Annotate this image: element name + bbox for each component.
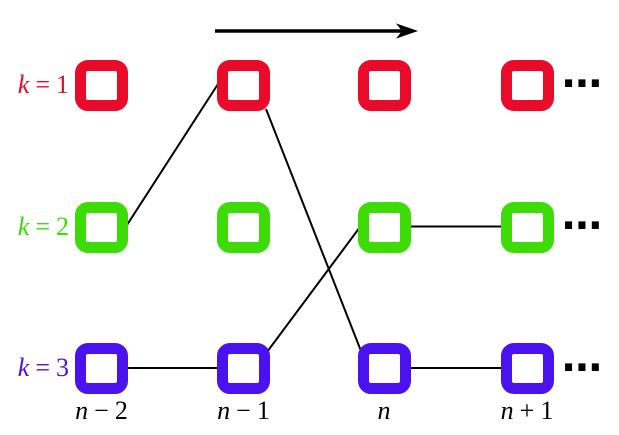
edge-k1-nm1-to-k3-n <box>265 108 362 352</box>
row-label-k1-value: 1 <box>56 70 69 99</box>
col-label-nm1-operator: − <box>236 396 251 425</box>
flow-arrow <box>215 23 418 39</box>
row-label-k2-value: 2 <box>56 212 69 241</box>
ellipsis-k3: ⋯ <box>562 345 602 391</box>
cell-k1-nm2 <box>75 59 128 111</box>
row-label-k1-relation: = <box>35 70 50 99</box>
cell-k1-nm1 <box>217 59 270 111</box>
row-label-k2-variable: k <box>17 212 30 241</box>
cell-k3-np1 <box>500 342 554 394</box>
row-label-k3-value: 3 <box>56 353 69 382</box>
flow-arrow-head <box>396 23 418 39</box>
col-label-nm2-operator: − <box>94 396 109 425</box>
edge-k2-nm2-to-k1-nm1 <box>126 83 219 226</box>
edge-k3-nm1-to-k2-n <box>266 226 361 353</box>
col-label-np1-operator: + <box>519 396 535 425</box>
row-label-k2: k = 2 <box>0 212 69 242</box>
ellipsis-k1: ⋯ <box>562 61 602 107</box>
row-label-k1-variable: k <box>17 70 30 99</box>
row-label-k3: k = 3 <box>0 353 69 383</box>
cell-k1-np1 <box>500 59 554 111</box>
cell-k3-nm2 <box>75 342 128 394</box>
cell-k2-nm1 <box>217 201 270 253</box>
col-label-n-variable: n <box>377 396 391 425</box>
col-label-np1: n + 1 <box>482 396 572 425</box>
row-label-k1: k = 1 <box>0 70 69 100</box>
cell-k2-np1 <box>500 201 554 253</box>
col-label-n: n <box>339 396 429 425</box>
col-label-nm1-variable: n <box>217 396 231 425</box>
ellipsis-k2: ⋯ <box>562 203 602 249</box>
col-label-nm2: n − 2 <box>57 396 147 425</box>
col-label-np1-value: 1 <box>540 396 554 425</box>
cell-k2-n <box>357 201 411 253</box>
row-label-k3-relation: = <box>35 353 50 382</box>
row-label-k3-variable: k <box>17 353 30 382</box>
col-label-nm1-value: 1 <box>256 396 270 425</box>
col-label-nm2-value: 2 <box>114 396 128 425</box>
cell-k3-nm1 <box>217 342 270 394</box>
col-label-nm1: n − 1 <box>199 396 289 425</box>
col-label-np1-variable: n <box>500 396 514 425</box>
row-label-k2-relation: = <box>35 212 50 241</box>
cell-k2-nm2 <box>75 201 128 253</box>
col-label-nm2-variable: n <box>75 396 89 425</box>
cell-k3-n <box>357 342 411 394</box>
cell-k1-n <box>357 59 411 111</box>
